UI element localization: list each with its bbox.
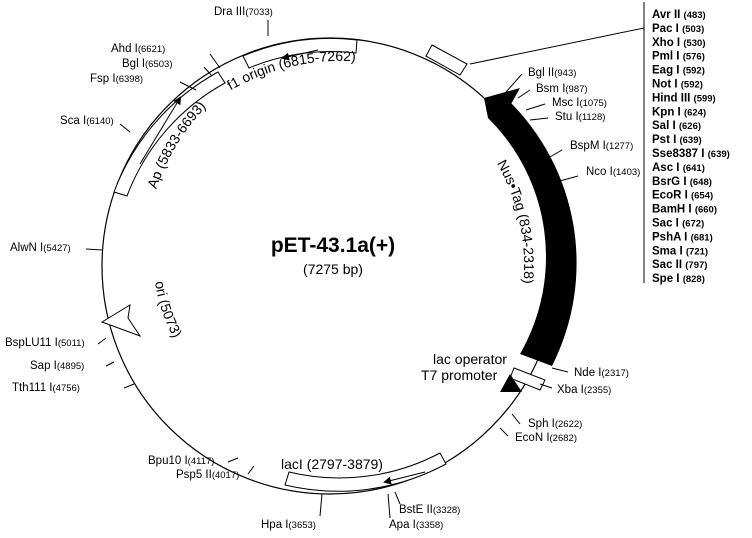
site-label-alwn1: AlwN I(5427)	[10, 242, 71, 254]
site-tick-bspm1	[547, 149, 563, 159]
mcs-site-label: Avr II (483)	[652, 9, 706, 21]
mcs-site-label: EcoR I (654)	[652, 190, 713, 202]
site-label-xba1: Xba I(2355)	[557, 384, 611, 396]
site-label-econ1: EcoN I(2682)	[515, 432, 577, 444]
lac-operator-label: lac operator	[433, 351, 507, 367]
laci-feature	[284, 452, 447, 492]
site-label-bste2: BstE II(3328)	[399, 504, 460, 516]
site-tick-msc1	[525, 103, 546, 111]
site-label-bsplu11: BspLU11 I(5011)	[5, 337, 85, 349]
site-tick-nde1	[551, 367, 569, 373]
site-label-ahd1: Ahd I(6621)	[111, 43, 165, 55]
site-tick-econ1	[499, 427, 509, 437]
site-label-tth111: Tth111 I(4756)	[12, 382, 80, 394]
mcs-site-label: Spe I (828)	[652, 273, 705, 285]
site-tick-sph1	[511, 413, 521, 425]
site-label-bspm1: BspM I(1277)	[570, 140, 633, 152]
site-tick-psp5	[247, 465, 255, 475]
site-label-apa1: Apa I(3358)	[389, 519, 443, 531]
nus-tag-feature	[484, 88, 577, 366]
site-tick-tth111	[123, 383, 135, 389]
mcs-site-label: Sac I (672)	[652, 218, 704, 230]
site-tick-ahd1	[209, 53, 221, 69]
mcs-site-label: Sal I (626)	[652, 120, 701, 132]
site-label-bgl2: Bgl II(943)	[528, 67, 576, 79]
site-tick-bgl1	[203, 66, 213, 77]
site-label-bsm1: Bsm I(987)	[536, 83, 588, 95]
mcs-site-label: Kpn I (624)	[652, 106, 706, 118]
mcs-site-label: Pac I (503)	[652, 23, 704, 35]
site-label-sca1: Sca I(6140)	[60, 115, 114, 127]
ori-marker	[100, 304, 142, 337]
site-tick-bgl2	[505, 73, 523, 93]
plasmid-size: (7275 bp)	[303, 261, 363, 277]
mcs-site-label: PshA I (681)	[652, 231, 713, 243]
site-tick-alwn1	[85, 248, 103, 251]
site-tick-nco1	[555, 175, 579, 183]
f1-origin-feature	[242, 37, 358, 69]
site-label-fsp1: Fsp I(6398)	[90, 73, 143, 85]
site-tick-bsm1	[517, 89, 531, 99]
site-tick-bste2	[394, 491, 401, 505]
site-label-nde1: Nde I(2317)	[574, 367, 629, 379]
mcs-site-label: Sse8387 I (639)	[652, 148, 730, 160]
laci-label: lacI (2797-3879)	[281, 456, 383, 472]
mcs-list: Avr II (483) Pac I (503) Xho I (530) Pml I …	[469, 2, 730, 285]
mcs-site-label: Asc I (641)	[652, 162, 705, 174]
site-tick-fsp1	[179, 81, 197, 91]
promoter-markers	[500, 367, 546, 392]
site-tick-hpa1	[319, 493, 323, 517]
site-tick-sca1	[119, 123, 131, 133]
site-label-hpa1: Hpa I(3653)	[261, 519, 316, 531]
site-label-nco1: Nco I(1403)	[586, 166, 640, 178]
site-tick-bsplu11	[97, 337, 107, 345]
t7-promoter-label: T7 promoter	[421, 367, 498, 383]
site-label-dra3: Dra III(7033)	[214, 6, 273, 18]
site-label-bgl1: Bgl I(6503)	[122, 58, 172, 70]
mcs-site-label: BsrG I (648)	[652, 176, 712, 188]
mcs-site-label: Pml I (576)	[652, 51, 705, 63]
mcs-region-box	[425, 44, 468, 76]
mcs-site-label: Eag I (592)	[652, 65, 705, 77]
mcs-site-label: BamH I (660)	[652, 204, 717, 216]
ori-label: ori (5073)	[152, 280, 185, 340]
site-label-sph1: Sph I(2622)	[528, 418, 582, 430]
site-tick-sap1	[105, 361, 115, 367]
mcs-site-label: Sma I (721)	[652, 245, 708, 257]
site-tick-xba1	[539, 383, 553, 389]
mcs-site-label: Sac II (797)	[652, 259, 707, 271]
ap-feature	[113, 71, 226, 197]
mcs-site-label: Pst I (639)	[652, 134, 702, 146]
site-label-stu1: Stu I(1128)	[555, 111, 605, 123]
restriction-sites: Dra III(7033) Ahd I(6621) Bgl I(6503) Fsp I…	[5, 6, 640, 531]
plasmid-name: pET-43.1a(+)	[271, 234, 395, 257]
site-label-sap1: Sap I(4895)	[30, 360, 84, 372]
mcs-site-label: Not I (592)	[652, 79, 703, 91]
mcs-site-label: Xho I (530)	[652, 37, 706, 49]
site-tick-apa1	[387, 493, 391, 519]
site-tick-stu1	[529, 117, 549, 121]
mcs-site-label: Hind III (599)	[652, 92, 716, 104]
site-tick-bpu10	[227, 457, 239, 463]
site-label-bpu10: Bpu10 I(4117)	[148, 455, 214, 467]
site-label-msc1: Msc I(1075)	[552, 97, 607, 109]
site-label-psp5: Psp5 II(4017)	[176, 469, 239, 481]
